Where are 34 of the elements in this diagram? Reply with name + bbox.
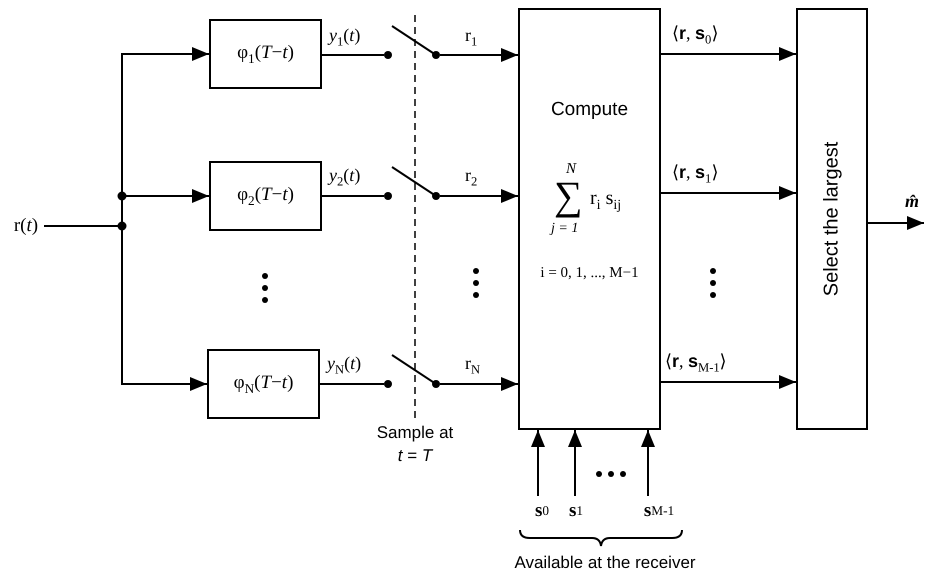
decision-block <box>796 8 868 430</box>
arrow <box>661 186 796 200</box>
connector-line <box>322 54 384 56</box>
arrow <box>661 47 796 61</box>
brace-caption: Available at the receiver <box>513 552 697 574</box>
block-title: Compute <box>550 100 630 119</box>
filter-label: φ$_{2}$(T−t) <box>237 184 294 208</box>
filter-block <box>209 161 322 231</box>
filter-block <box>207 349 320 419</box>
block-title: Select the largest <box>820 142 844 296</box>
arrow <box>868 216 924 230</box>
arrow <box>661 375 796 389</box>
arrow <box>641 430 655 496</box>
index-range: i = 0, 1, ..., M−1 <box>539 266 640 281</box>
sum-term: r$_{i}$ s$_{ij}$ <box>590 188 622 213</box>
arrow <box>568 430 582 496</box>
sum-symbol: ∑ <box>554 176 583 216</box>
switch-symbol <box>384 24 440 62</box>
switch-symbol <box>384 353 440 391</box>
sum-lower-limit: j = 1 <box>551 222 578 236</box>
switch-symbol <box>384 165 440 203</box>
compute-block <box>518 8 661 430</box>
sum-upper-limit: N <box>566 162 576 177</box>
arrow <box>440 377 518 391</box>
arrow <box>440 48 518 62</box>
connector-line <box>322 195 384 197</box>
sampling-note: Sample at t = T <box>376 422 454 467</box>
filter-block <box>209 19 322 89</box>
arrow <box>440 189 518 203</box>
filter-label: φ$_{1}$(T−t) <box>237 42 294 66</box>
arrow <box>531 430 545 496</box>
signal-label: r(t) <box>8 212 44 240</box>
connector-line <box>320 383 384 385</box>
filter-label: φ$_{N}$(T−t) <box>234 372 294 396</box>
